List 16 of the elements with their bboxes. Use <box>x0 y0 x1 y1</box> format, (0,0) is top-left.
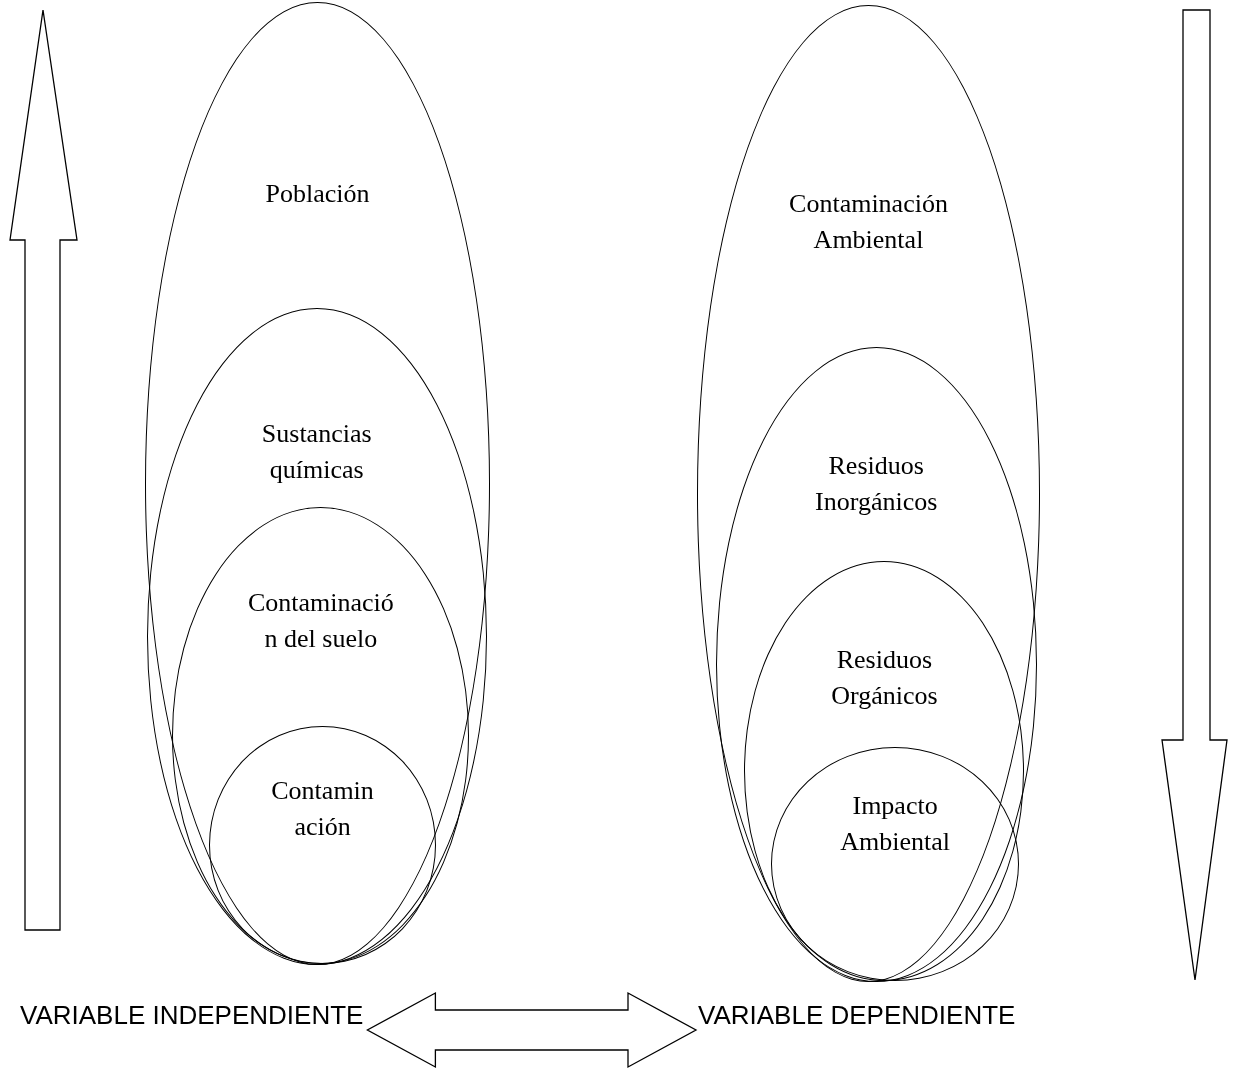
ellipse-label: Contamin ación <box>270 775 375 844</box>
ellipse-label: Residuos Inorgánicos <box>814 449 939 518</box>
nested-ellipse <box>145 2 490 965</box>
nested-ellipse <box>715 346 1037 982</box>
nested-ellipse <box>146 307 487 965</box>
double-block-arrow <box>366 991 698 1068</box>
nested-ellipse <box>697 5 1040 982</box>
nested-ellipse <box>172 507 470 965</box>
ellipse-label: Impacto Ambiental <box>839 790 951 859</box>
ellipse-label: Residuos Orgánicos <box>830 644 939 713</box>
ellipse-label: Población <box>264 178 371 210</box>
variable-label: VARIABLE INDEPENDIENTE <box>20 998 364 1032</box>
ellipse-label: Contaminación Ambiental <box>788 188 949 256</box>
ellipse-label: Contaminació n del suelo <box>246 587 395 656</box>
variable-label: VARIABLE DEPENDIENTE <box>698 998 1016 1032</box>
ellipse-label: Sustancias químicas <box>260 417 373 486</box>
